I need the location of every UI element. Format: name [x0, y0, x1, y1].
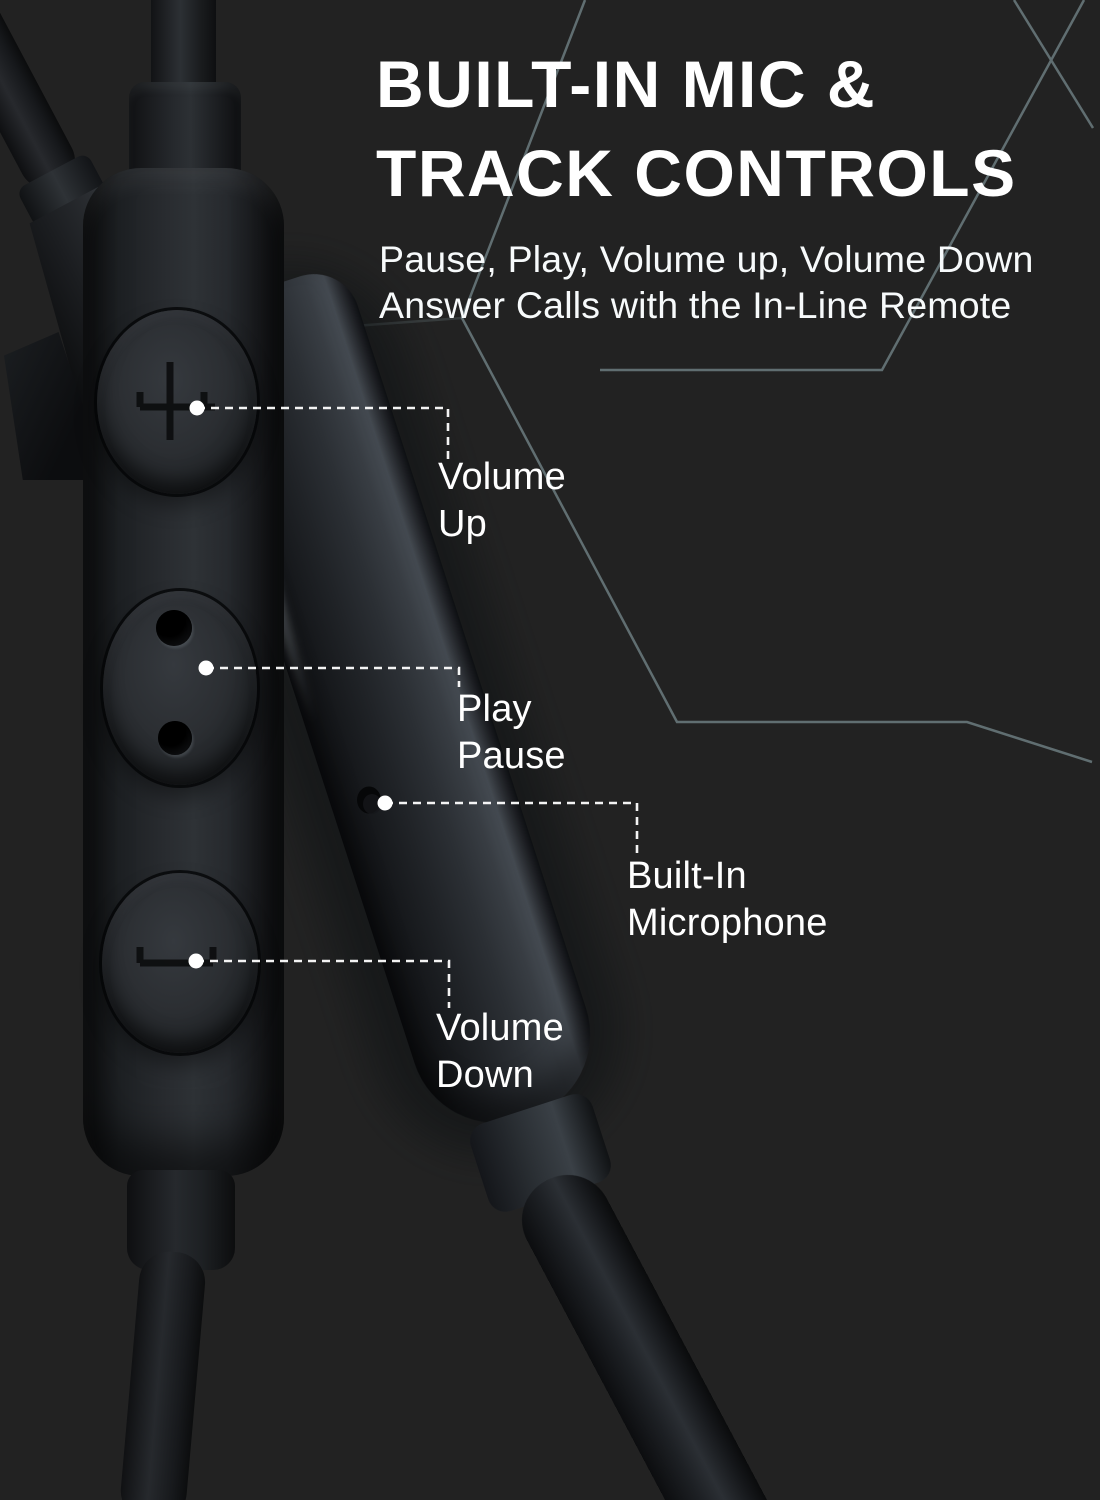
leader-line-microphone [385, 801, 639, 854]
callout-volume-up-line2: Up [438, 503, 487, 545]
volume-up-button[interactable] [97, 310, 257, 494]
play-hole-top-icon [156, 610, 192, 646]
title-line-2: TRACK CONTROLS [376, 136, 1017, 210]
callout-microphone: Built-In Microphone [627, 853, 828, 947]
callout-volume-down-line2: Down [436, 1054, 534, 1096]
callout-microphone-line2: Microphone [627, 902, 828, 944]
callout-play-pause-line1: Play [457, 688, 532, 730]
callout-volume-up-line1: Volume [438, 456, 566, 498]
callout-volume-down-line1: Volume [436, 1007, 564, 1049]
callout-volume-up: Volume Up [438, 454, 566, 548]
callout-volume-down: Volume Down [436, 1005, 564, 1099]
remote-cable-top [151, 0, 216, 90]
subtitle-line-1: Pause, Play, Volume up, Volume Down [379, 238, 1034, 280]
marker-dot-play-pause [198, 660, 214, 676]
remote-strain-relief-top [129, 82, 241, 178]
marker-dot-microphone [377, 795, 393, 811]
page-subtitle: Pause, Play, Volume up, Volume Down Answ… [379, 236, 1034, 328]
marker-dot-volume-down [188, 953, 204, 969]
callout-play-pause: Play Pause [457, 686, 566, 780]
callout-microphone-line1: Built-In [627, 855, 747, 897]
plus-icon [136, 362, 215, 440]
leader-line-volume-up [197, 406, 450, 459]
page-title: BUILT-IN MIC & TRACK CONTROLS [376, 40, 1017, 218]
leader-line-volume-down [196, 959, 451, 1008]
play-hole-bottom-icon [158, 721, 192, 755]
volume-down-button[interactable] [102, 873, 258, 1053]
title-line-1: BUILT-IN MIC & [376, 47, 877, 121]
callout-play-pause-line2: Pause [457, 735, 566, 777]
subtitle-line-2: Answer Calls with the In-Line Remote [379, 284, 1012, 326]
leader-line-play-pause [206, 666, 461, 687]
marker-dot-volume-up [189, 400, 205, 416]
play-pause-button[interactable] [103, 591, 257, 785]
